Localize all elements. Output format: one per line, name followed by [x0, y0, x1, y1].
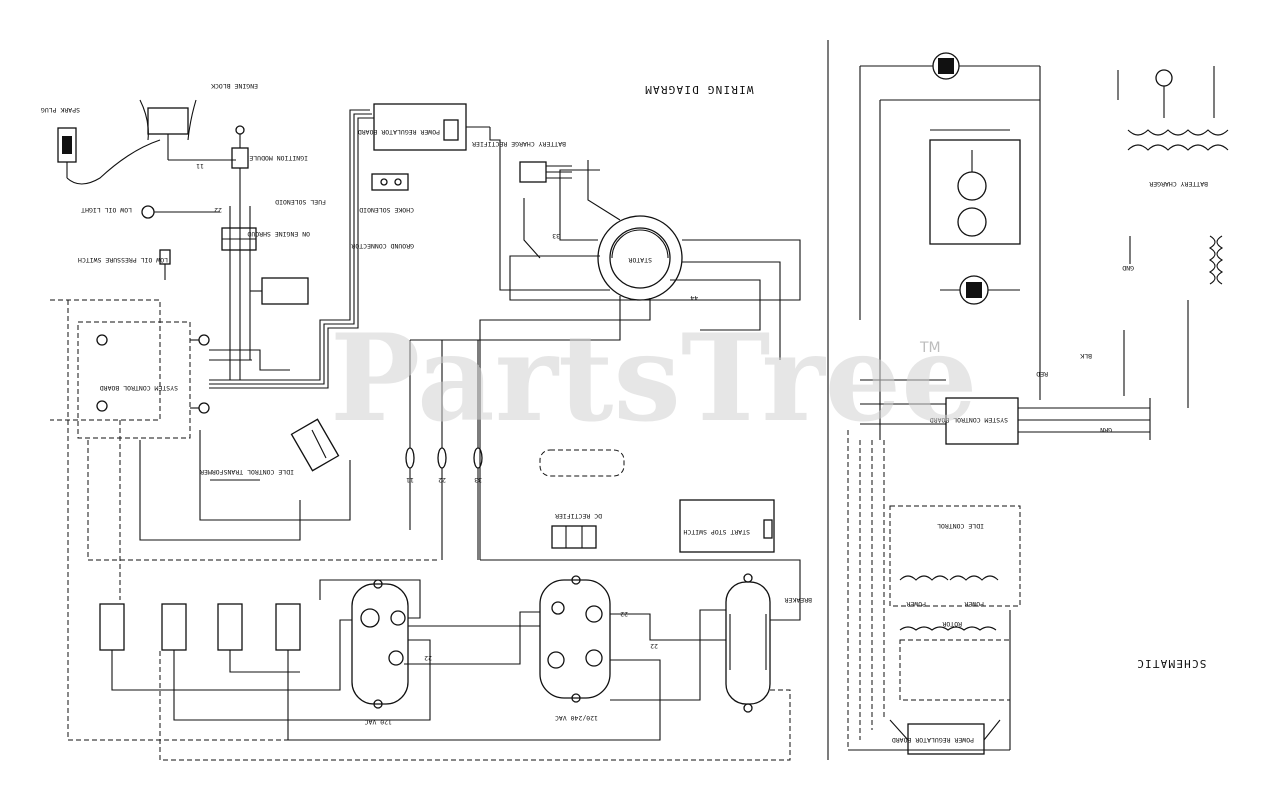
shroud-connector — [221, 227, 257, 251]
idle-control-label: IDLE CONTROL — [937, 522, 984, 530]
fuel-solenoid-label: FUEL SOLENOID — [275, 198, 326, 206]
ground-connector-label: GROUND CONNECTOR — [351, 242, 414, 250]
watermark: PartsTree — [330, 308, 977, 449]
dc-rectifier — [539, 449, 625, 549]
power-regulator-label: POWER REGULATOR BOARD — [358, 128, 440, 136]
system-control-board-label: SYSTEM CONTROL BOARD — [100, 384, 178, 392]
battery-charge-rectifier-label: BATTERY CHARGE RECTIFIER — [472, 140, 566, 148]
engine-shroud-label: ON ENGINE SHROUD — [247, 230, 310, 238]
ignition-module-label: IGNITION MODULE — [249, 154, 308, 162]
wire-label: RED — [1036, 370, 1048, 378]
start-stop-switch — [679, 499, 775, 553]
inline-fuses — [405, 340, 483, 560]
low-oil-light — [141, 205, 220, 219]
wire-label: 11 — [196, 162, 204, 170]
wire-label: GRN — [1100, 426, 1112, 434]
idle-control-transformer-label: IDLE CONTROL TRANSFORMER — [200, 468, 294, 476]
idle-control-transformer — [290, 418, 340, 472]
engine-block-label: ENGINE BLOCK — [211, 82, 258, 90]
schematic-top-component — [859, 52, 1040, 320]
start-stop-switch-label: START STOP SWITCH — [683, 528, 750, 536]
power-regulator-board — [373, 103, 490, 151]
dc-rectifier-label: DC RECTIFIER — [555, 512, 602, 520]
outlet-120-label: 120 VAC — [365, 718, 392, 726]
schematic-control-board-label: SYSTEM CONTROL BOARD — [930, 416, 1008, 424]
wire-label: 33 — [474, 476, 482, 484]
choke-solenoid — [371, 173, 409, 191]
wire-label: 22 — [650, 642, 658, 650]
breaker-label: BREAKER — [785, 596, 812, 604]
engine-block — [231, 125, 249, 206]
schematic-title: SCHEMATIC — [1136, 657, 1206, 670]
low-oil-pressure-switch — [159, 249, 171, 280]
ground-label: GND — [1122, 264, 1134, 272]
battery-charger-label: BATTERY CHARGER — [1149, 180, 1208, 188]
breaker-row — [99, 603, 301, 651]
choke-solenoid-label: CHOKE SOLENOID — [359, 206, 414, 214]
power-label-2: POWER — [964, 600, 984, 608]
wire-label: 11 — [406, 476, 414, 484]
wire-label: 22 — [424, 654, 432, 662]
wiring-diagram-title: WIRING DIAGRAM — [644, 83, 754, 96]
rotor-label: ROTOR — [942, 620, 962, 628]
schematic-relay-pair — [929, 139, 1021, 245]
outlet-120-vac — [351, 579, 409, 709]
wire-label: 22 — [438, 476, 446, 484]
schematic-lower-component — [940, 275, 1020, 305]
system-control-board — [77, 321, 210, 439]
battery-charge-rectifier — [519, 161, 572, 183]
outlet-120-240-label: 120/240 VAC — [555, 714, 598, 722]
outlet-breaker-120 — [725, 573, 771, 713]
stator-label: STATOR — [628, 256, 652, 264]
battery-charger-transformer — [1117, 66, 1229, 151]
wire-label: BLK — [1080, 352, 1092, 360]
low-oil-pressure-label: LOW OIL PRESSURE SWITCH — [78, 256, 168, 264]
power-label-1: POWER — [906, 600, 926, 608]
spark-plug — [57, 127, 161, 185]
low-oil-light-box — [261, 277, 309, 305]
schematic-regulator-board — [889, 719, 1001, 755]
schematic-idle-transformer — [1123, 235, 1224, 408]
spark-plug-label: SPARK PLUG — [41, 106, 80, 114]
outlet-120-240-vac — [539, 575, 611, 703]
schematic-control-board — [945, 397, 1019, 445]
schematic-regulator-label: POWER REGULATOR BOARD — [892, 736, 974, 744]
schematic-idle-control — [889, 505, 1021, 607]
wire-number-labels: 11 22 33 44 11 22 33 22 22 22 BLK RED GR… — [196, 162, 1134, 662]
wire-label: 44 — [690, 294, 698, 302]
ignition-module — [139, 99, 236, 161]
wire-label: 22 — [620, 610, 628, 618]
wire-label: 22 — [214, 206, 222, 214]
watermark-trademark: TM — [919, 340, 941, 356]
low-oil-light-label: LOW OIL LIGHT — [81, 206, 132, 214]
wire-label: 33 — [552, 232, 560, 240]
rotor — [899, 626, 1011, 701]
